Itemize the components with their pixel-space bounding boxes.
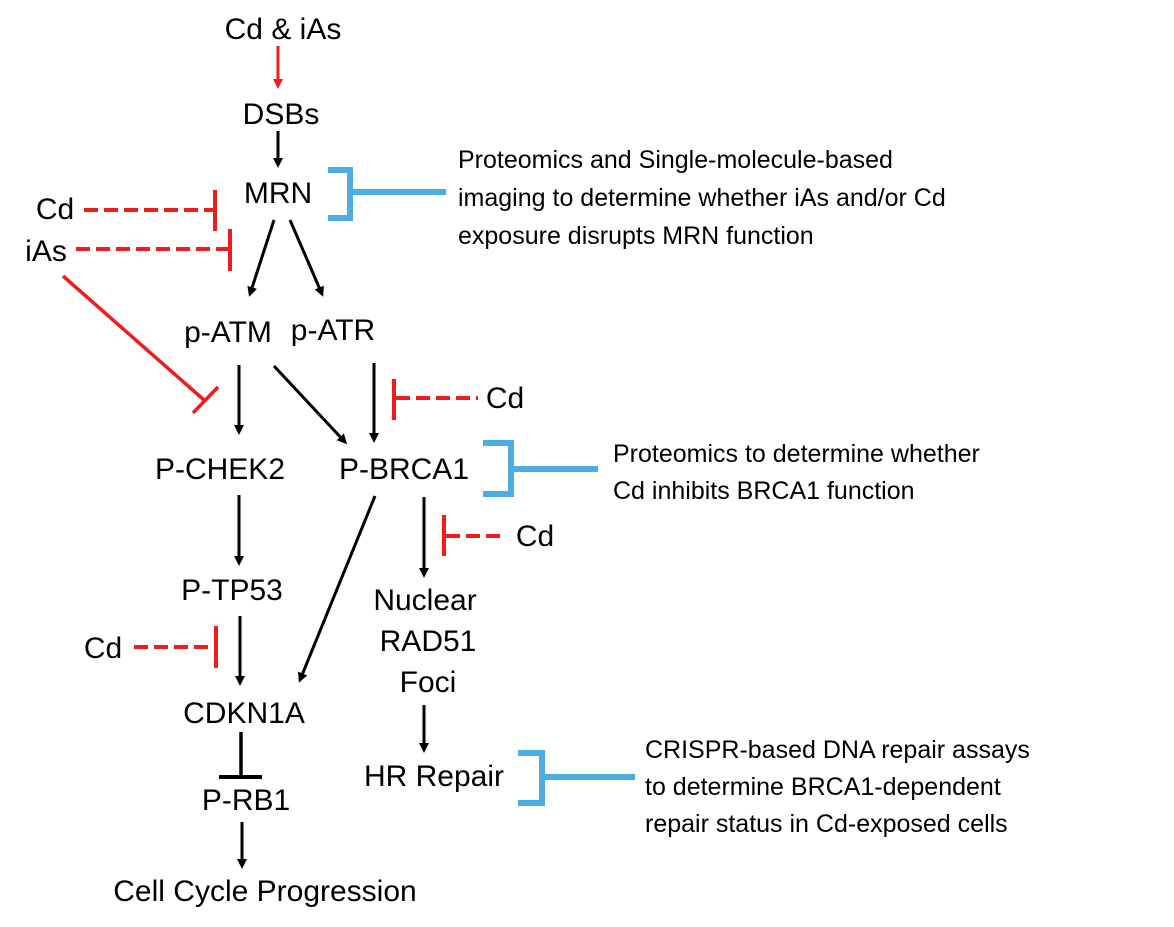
bracket-hr-repair [518, 750, 635, 806]
node-ias-mrn-inhibitor: iAs [25, 235, 67, 268]
annotation-hr-repair-line2: to determine BRCA1-dependent [645, 773, 1001, 801]
node-nuclear-rad51-foci-line1: Nuclear [373, 584, 476, 617]
annotation-hr-repair-line3: repair status in Cd-exposed cells [645, 810, 1008, 838]
node-dsbs: DSBs [243, 98, 320, 131]
edge-p-brca1-to-cdkn1a [298, 495, 377, 683]
annotation-brca1: Proteomics to determine whether Cd inhib… [613, 440, 980, 505]
node-cd-mrn-inhibitor: Cd [36, 193, 74, 226]
node-nuclear-rad51-foci-line2: RAD51 [380, 625, 477, 658]
node-cd-atr-inhibitor: Cd [486, 382, 524, 415]
annotation-mrn-line1: Proteomics and Single-molecule-based [458, 146, 893, 174]
node-p-tp53: P-TP53 [181, 574, 283, 607]
node-p-chek2: P-CHEK2 [155, 453, 285, 486]
edge-ias-inhibits-p-atm-chek2 [61, 274, 206, 402]
annotation-hr-repair: CRISPR-based DNA repair assays to determ… [645, 736, 1030, 838]
annotation-brca1-line2: Cd inhibits BRCA1 function [613, 477, 915, 505]
node-cd-ias: Cd & iAs [225, 13, 342, 46]
annotation-mrn-line2: imaging to determine whether iAs and/or … [458, 184, 946, 212]
node-p-rb1: P-RB1 [202, 784, 290, 817]
node-hr-repair: HR Repair [364, 760, 504, 793]
node-cell-cycle-progression: Cell Cycle Progression [113, 875, 416, 908]
node-p-brca1: P-BRCA1 [339, 453, 469, 486]
node-cd-tp53-inhibitor: Cd [84, 632, 122, 665]
annotation-mrn-line3: exposure disrupts MRN function [458, 222, 814, 250]
annotation-mrn: Proteomics and Single-molecule-based ima… [458, 146, 946, 250]
bracket-mrn [328, 167, 446, 221]
node-p-atr: p-ATR [291, 314, 375, 347]
edge-mrn-to-p-atm [247, 219, 276, 297]
node-p-atm: p-ATM [184, 316, 272, 349]
edge-mrn-to-p-atr [288, 219, 324, 297]
annotation-brca1-line1: Proteomics to determine whether [613, 440, 980, 468]
node-mrn: MRN [244, 177, 312, 210]
edge-p-atm-to-p-brca1 [272, 364, 348, 445]
node-cd-rad51-inhibitor: Cd [516, 520, 554, 553]
node-cdkn1a: CDKN1A [183, 697, 305, 730]
annotation-hr-repair-line1: CRISPR-based DNA repair assays [645, 736, 1030, 764]
inhibition-bar-ias-chek2 [191, 385, 220, 415]
node-nuclear-rad51-foci-line3: Foci [400, 666, 457, 699]
bracket-p-brca1 [483, 440, 598, 497]
